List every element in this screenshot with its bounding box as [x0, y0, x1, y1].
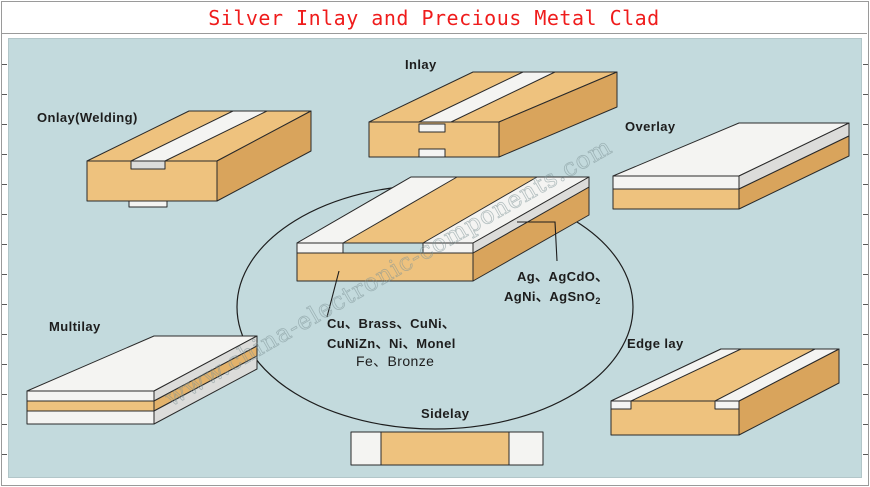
precious-metal-callout-2: AgNi、AgSnO2: [504, 289, 601, 306]
overlay-block: [612, 122, 850, 210]
right-ruler: [862, 34, 870, 484]
multilay-label: Multilay: [49, 319, 101, 334]
sidelay-block: [350, 431, 544, 466]
overlay-label: Overlay: [625, 119, 676, 134]
base-metal-callout-2: CuNiZn、Ni、Monel: [327, 336, 456, 351]
detail-block: [296, 176, 590, 318]
onlay-block: [86, 110, 312, 208]
precious-metal-callout-1: Ag、AgCdO、: [517, 269, 609, 284]
page-title: Silver Inlay and Precious Metal Clad: [208, 6, 660, 30]
multilay-block: [26, 335, 258, 425]
clad-diagram: .o { fill: #eec27e; stroke: #2a2a2a; str…: [26, 57, 850, 466]
inlay-block: [368, 71, 618, 158]
diagram-panel: .o { fill: #eec27e; stroke: #2a2a2a; str…: [8, 38, 862, 478]
base-metal-callout-1: Cu、Brass、CuNi、: [327, 316, 455, 331]
edge-lay-block: [610, 348, 840, 436]
left-ruler: [0, 34, 8, 484]
onlay-label: Onlay(Welding): [37, 110, 138, 125]
edge-lay-label: Edge lay: [627, 336, 684, 351]
inlay-label: Inlay: [405, 57, 437, 72]
sidelay-label: Sidelay: [421, 406, 470, 421]
title-bar: Silver Inlay and Precious Metal Clad: [1, 1, 867, 34]
base-metal-callout-3: Fe、Bronze: [356, 353, 434, 369]
